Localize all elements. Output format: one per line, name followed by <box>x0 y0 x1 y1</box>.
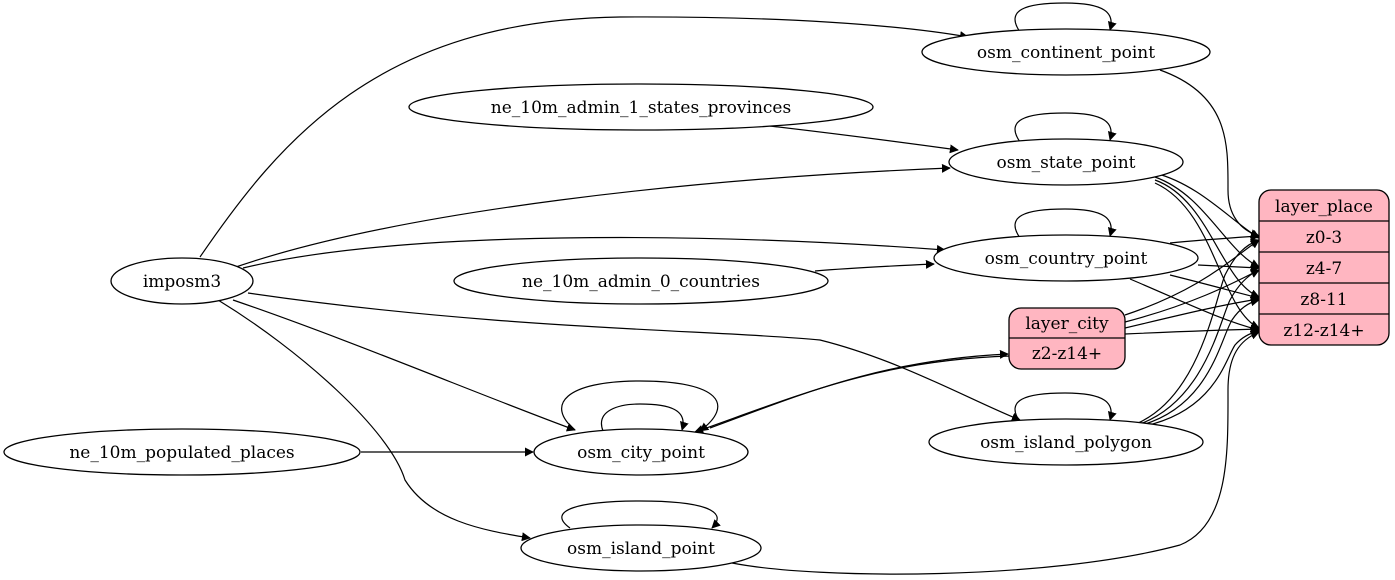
node-ne-populated[interactable]: ne_10m_populated_places <box>3 428 361 476</box>
node-ne-admin1-label: ne_10m_admin_1_states_provinces <box>491 98 791 118</box>
node-ne-populated-label: ne_10m_populated_places <box>69 443 294 463</box>
record-layer-place-row-z12-z14: z12-z14+ <box>1283 321 1364 341</box>
edge-island-polygon-to-z12 <box>1144 328 1260 427</box>
node-island-point-shape <box>520 524 762 572</box>
record-layer-place-row-z0-3: z0-3 <box>1306 228 1342 248</box>
node-ne-admin0-shape <box>453 257 829 305</box>
node-country-point-shape <box>933 234 1199 282</box>
node-island-polygon-label: osm_island_polygon <box>980 433 1152 453</box>
edge-layer-city-to-z0-3 <box>1124 239 1260 316</box>
node-continent-point-shape <box>921 28 1211 76</box>
record-layer-city[interactable]: layer_city z2-z14+ <box>1008 307 1126 370</box>
node-island-polygon-shape <box>928 418 1204 466</box>
node-island-polygon[interactable]: osm_island_polygon <box>928 418 1204 466</box>
node-city-point-label: osm_city_point <box>577 443 705 463</box>
record-layer-place-row-z4-7: z4-7 <box>1306 259 1342 279</box>
node-continent-point[interactable]: osm_continent_point <box>921 28 1211 76</box>
edge-island-point-to-z12 <box>731 331 1260 575</box>
record-layer-place-row-z8-11: z8-11 <box>1300 290 1347 310</box>
loop-city-point-outer <box>561 380 719 432</box>
edge-imposm3-to-country-point <box>242 236 946 269</box>
record-layer-place-shape <box>1258 189 1390 346</box>
loop-island-polygon <box>1014 392 1117 423</box>
node-state-point-shape <box>948 138 1184 186</box>
node-country-point[interactable]: osm_country_point <box>933 234 1199 282</box>
edge-layer-city-to-z12 <box>1124 324 1260 335</box>
edge-imposm3-to-continent-point <box>199 16 969 258</box>
node-ne-admin1[interactable]: ne_10m_admin_1_states_provinces <box>408 83 874 131</box>
edge-imposm3-to-state-point <box>232 163 951 269</box>
edge-state-point-to-z4-7 <box>1154 176 1260 268</box>
edge-state-point-to-z12 <box>1154 182 1260 329</box>
node-island-point-label: osm_island_point <box>567 539 715 559</box>
edges <box>199 2 1260 575</box>
loop-island-point <box>561 500 721 529</box>
edge-admin1-to-state-point <box>769 125 959 154</box>
node-ne-admin0[interactable]: ne_10m_admin_0_countries <box>453 257 829 305</box>
record-layer-place-title: layer_place <box>1275 197 1373 217</box>
edge-country-point-to-z12 <box>1129 278 1260 333</box>
edge-city-point-to-layer-city <box>709 349 1009 429</box>
node-state-point-label: osm_state_point <box>997 153 1136 173</box>
record-layer-place[interactable]: layer_place z0-3 z4-7 z8-11 z12-z14+ <box>1258 189 1390 346</box>
node-island-point[interactable]: osm_island_point <box>520 524 762 572</box>
node-city-point-shape <box>533 428 749 476</box>
node-imposm3[interactable]: imposm3 <box>110 257 254 305</box>
node-city-point[interactable]: osm_city_point <box>533 428 749 476</box>
loop-city-point-inner <box>600 403 689 432</box>
node-ne-admin0-label: ne_10m_admin_0_countries <box>522 272 760 292</box>
edge-admin0-to-country-point <box>814 259 935 272</box>
node-ne-admin1-shape <box>408 83 874 131</box>
node-imposm3-label: imposm3 <box>143 272 221 292</box>
edge-state-point-to-z8-11 <box>1154 179 1260 298</box>
edge-island-polygon-to-z8-11 <box>1141 297 1260 426</box>
edge-state-point-to-z0-3 <box>1154 172 1260 239</box>
node-continent-point-label: osm_continent_point <box>977 43 1155 63</box>
loop-continent-point <box>1014 2 1117 33</box>
edge-layer-city-to-z4-7 <box>1124 269 1260 323</box>
edge-layer-city-to-z8-11 <box>1124 295 1260 329</box>
loop-state-point <box>1014 112 1117 143</box>
loop-country-point <box>1014 208 1117 239</box>
edge-country-point-to-z0-3 <box>1169 232 1260 244</box>
record-layer-city-title: layer_city <box>1025 314 1109 334</box>
edge-imposm3-to-city-point <box>232 299 576 432</box>
edge-imposm3-to-island-point <box>217 299 531 542</box>
record-layer-city-row: z2-z14+ <box>1032 344 1102 364</box>
node-ne-populated-shape <box>3 428 361 476</box>
edge-layer-city-to-city-point <box>694 355 1011 434</box>
node-state-point[interactable]: osm_state_point <box>948 138 1184 186</box>
edge-imposm3-to-island-polygon <box>247 292 1021 422</box>
edge-island-polygon-to-z0-3 <box>1137 238 1260 424</box>
edge-island-polygon-to-z4-7 <box>1139 269 1260 425</box>
node-country-point-label: osm_country_point <box>985 249 1148 269</box>
node-imposm3-shape <box>110 257 254 305</box>
